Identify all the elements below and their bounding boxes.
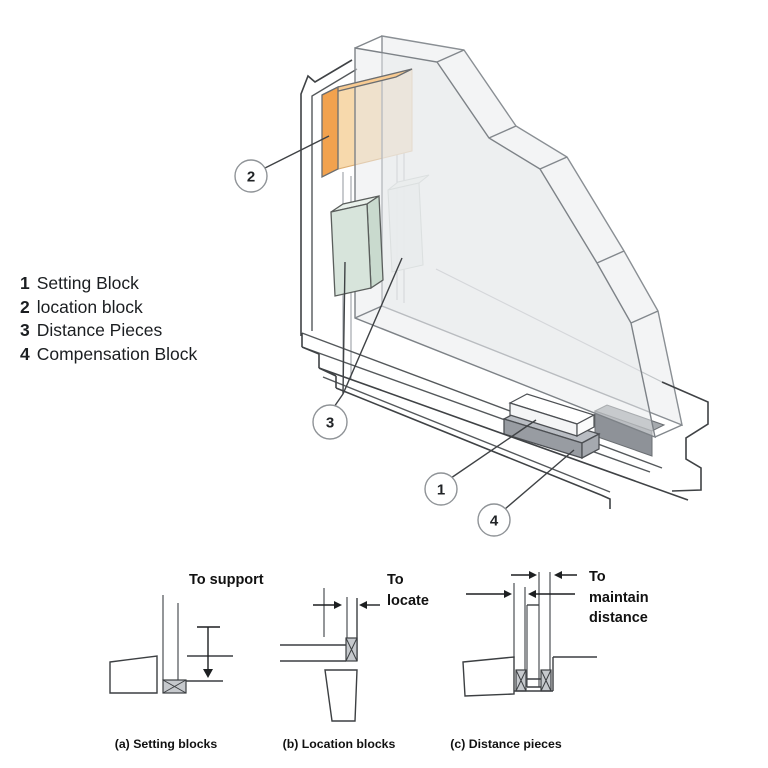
legend-number: 3 [20, 320, 30, 340]
legend-number: 2 [20, 296, 30, 317]
main-isometric-drawing: 2 3 1 4 [234, 35, 709, 537]
legend-item-setting-block: 1 Setting Block [20, 272, 197, 296]
detail-c-purpose-line: maintain [589, 589, 649, 606]
legend: 1 Setting Block 2 location block 3 Distance… [20, 272, 197, 366]
detail-b-purpose-line: To [387, 572, 404, 588]
legend-number: 4 [20, 343, 30, 364]
detail-b-purpose-line: locate [387, 592, 429, 609]
callout-2: 2 [234, 159, 268, 193]
legend-label: Compensation Block [36, 343, 198, 364]
callout-circles: 2 3 1 4 [234, 159, 511, 537]
legend-number: 1 [20, 273, 30, 293]
callout-leaders [264, 135, 575, 510]
detail-b-location-blocks [280, 588, 380, 722]
callout-1: 1 [424, 472, 458, 506]
detail-a-purpose-line: To support [189, 572, 264, 588]
location-block [321, 68, 413, 179]
frame-sill-front [301, 333, 709, 530]
callout-4: 4 [477, 503, 511, 537]
detail-a-caption: (a) Setting blocks [114, 737, 218, 751]
legend-item-compensation-block: 4 Compensation Block [20, 343, 197, 367]
detail-b-caption: (b) Location blocks [282, 737, 396, 751]
detail-c-purpose-line: distance [589, 610, 648, 626]
callout-2-number: 2 [247, 169, 255, 186]
distance-piece-block [330, 194, 384, 297]
callout-1-number: 1 [437, 482, 445, 499]
detail-a-purpose: To support [189, 570, 264, 591]
callout-4-number: 4 [490, 513, 499, 530]
callout-3: 3 [312, 404, 348, 440]
detail-c-caption: (c) Distance pieces [450, 737, 562, 751]
callout-3-number: 3 [326, 415, 334, 432]
detail-c-distance-pieces [462, 571, 597, 697]
detail-a-setting-blocks [109, 595, 233, 694]
legend-label: Setting Block [36, 273, 139, 293]
legend-item-distance-pieces: 3 Distance Pieces [20, 319, 197, 343]
detail-c-purpose-line: To [589, 569, 606, 585]
glass-pane [354, 35, 683, 439]
legend-label: Distance Pieces [36, 320, 163, 340]
detail-c-purpose: To maintain distance [589, 567, 649, 629]
legend-item-location-block: 2 location block [20, 296, 197, 320]
detail-b-purpose: To locate [387, 570, 429, 611]
legend-label: location block [36, 296, 143, 317]
setting-block [508, 393, 596, 437]
